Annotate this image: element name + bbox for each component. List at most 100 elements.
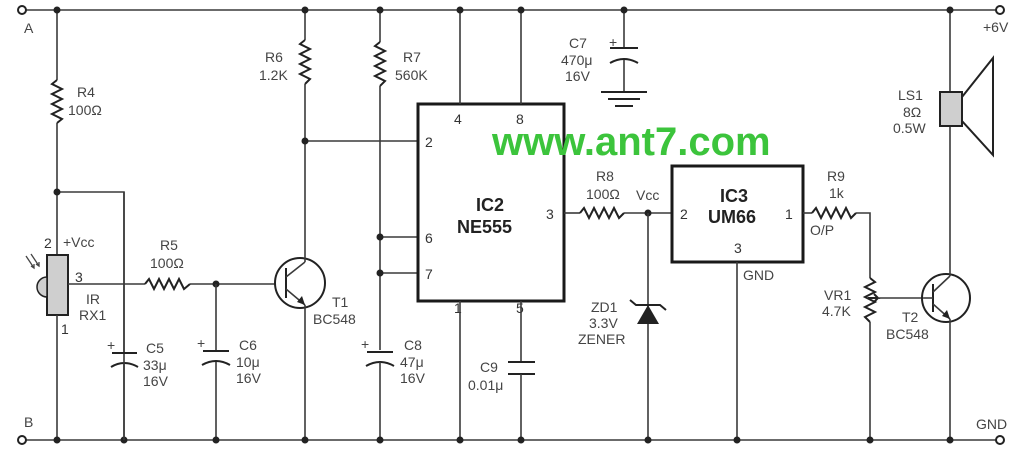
potentiometer-vr1-wiper-icon [868, 293, 881, 303]
wire [856, 212, 871, 278]
junction [301, 436, 309, 444]
c8-voltage: 16V [400, 370, 426, 386]
terminal-b-label: B [24, 414, 33, 430]
c5-voltage: 16V [143, 373, 169, 389]
terminal-plus6v [995, 5, 1005, 15]
resistor-r9 [811, 205, 857, 221]
junction [376, 436, 384, 444]
ir-light-arrows-icon [25, 253, 40, 270]
ls1-value: 8Ω [903, 104, 921, 120]
ir-label-line2: RX1 [79, 307, 106, 323]
ic3-pin2: 2 [680, 206, 688, 222]
ic2-pin8: 8 [516, 111, 524, 127]
ic3-pin3: 3 [734, 240, 742, 256]
vr1-ref: VR1 [824, 287, 851, 303]
ic2-pin1: 1 [454, 300, 462, 316]
ic2-pin3: 3 [546, 206, 554, 222]
t2-ref: T2 [902, 309, 919, 325]
junction [620, 6, 628, 14]
junction [376, 6, 384, 14]
c6-ref: C6 [239, 337, 257, 353]
t1-value: BC548 [313, 311, 356, 327]
ground-icon [601, 91, 647, 107]
junction [53, 188, 61, 196]
junction [376, 233, 384, 241]
c9-ref: C9 [480, 359, 498, 375]
c6-value: 10μ [236, 354, 260, 370]
resistor-r5 [144, 276, 191, 292]
ic2-ne555-body [416, 102, 566, 303]
junction [212, 436, 220, 444]
r9-value: 1k [829, 185, 845, 201]
junction [946, 6, 954, 14]
r7-ref: R7 [403, 49, 421, 65]
capacitor-c7-curved-plate [609, 58, 639, 64]
ic2-pin6: 6 [425, 230, 433, 246]
resistor-r7 [372, 41, 388, 87]
ic2-pin5: 5 [516, 300, 524, 316]
c8-plus: + [361, 336, 369, 352]
junction [301, 6, 309, 14]
terminal-a-label: A [24, 20, 34, 36]
ir-receiver-body [46, 254, 69, 316]
junction [376, 269, 384, 277]
transistor-t2-outline [921, 273, 971, 323]
junction [517, 436, 525, 444]
junction [456, 436, 464, 444]
ic2-part: NE555 [457, 217, 512, 237]
junction [644, 436, 652, 444]
r5-value: 100Ω [150, 255, 184, 271]
transistor-t1-collector [285, 261, 306, 278]
junction [301, 137, 309, 145]
watermark: www.ant7.com [491, 120, 771, 164]
ic3-gnd-label: GND [743, 267, 774, 283]
t2-value: BC548 [886, 326, 929, 342]
speaker-ls1-magnet [939, 91, 963, 127]
zener-diode-zd1-triangle [637, 305, 659, 324]
junction [946, 436, 954, 444]
c5-plus: + [107, 337, 115, 353]
ir-label-line1: IR [86, 291, 100, 307]
junction [53, 436, 61, 444]
r6-ref: R6 [265, 49, 283, 65]
r8-value: 100Ω [586, 186, 620, 202]
ic2-ref: IC2 [476, 195, 504, 215]
c5-value: 33μ [143, 357, 167, 373]
capacitor-c6-curved-plate [201, 360, 231, 366]
ls1-ref: LS1 [898, 87, 923, 103]
r9-ref: R9 [827, 168, 845, 184]
c7-plus: + [609, 34, 617, 50]
ir-vcc-label: +Vcc [63, 234, 95, 250]
ir-pin2: 2 [44, 235, 52, 251]
transistor-t2-arrow-icon [942, 310, 950, 319]
zd1-value: 3.3V [589, 315, 618, 331]
t1-ref: T1 [332, 294, 349, 310]
vr1-value: 4.7K [822, 303, 851, 319]
terminal-plus6v-label: +6V [983, 19, 1009, 35]
ic3-pin1: 1 [785, 206, 793, 222]
terminal-gnd-label: GND [976, 416, 1007, 432]
ic3-ref: IC3 [720, 186, 748, 206]
zd1-ref: ZD1 [591, 299, 618, 315]
ic2-pin4: 4 [454, 111, 462, 127]
vcc-node-label: Vcc [636, 187, 659, 203]
c5-ref: C5 [146, 340, 164, 356]
ic2-pin2: 2 [425, 134, 433, 150]
terminal-gnd [995, 435, 1005, 445]
r7-value: 560K [395, 67, 428, 83]
r9-note: O/P [810, 222, 834, 238]
speaker-icon [961, 55, 994, 158]
c8-ref: C8 [404, 337, 422, 353]
resistor-r6 [297, 39, 313, 85]
transistor-t1-outline [274, 257, 326, 309]
ir-pin3: 3 [75, 269, 83, 285]
c9-value: 0.01μ [468, 377, 503, 393]
terminal-a [17, 5, 27, 15]
transistor-t1-arrow-icon [297, 296, 305, 305]
r4-ref: R4 [77, 84, 95, 100]
junction [456, 6, 464, 14]
c6-voltage: 16V [236, 370, 262, 386]
zd1-type: ZENER [578, 331, 625, 347]
junction [866, 436, 874, 444]
r5-ref: R5 [160, 237, 178, 253]
